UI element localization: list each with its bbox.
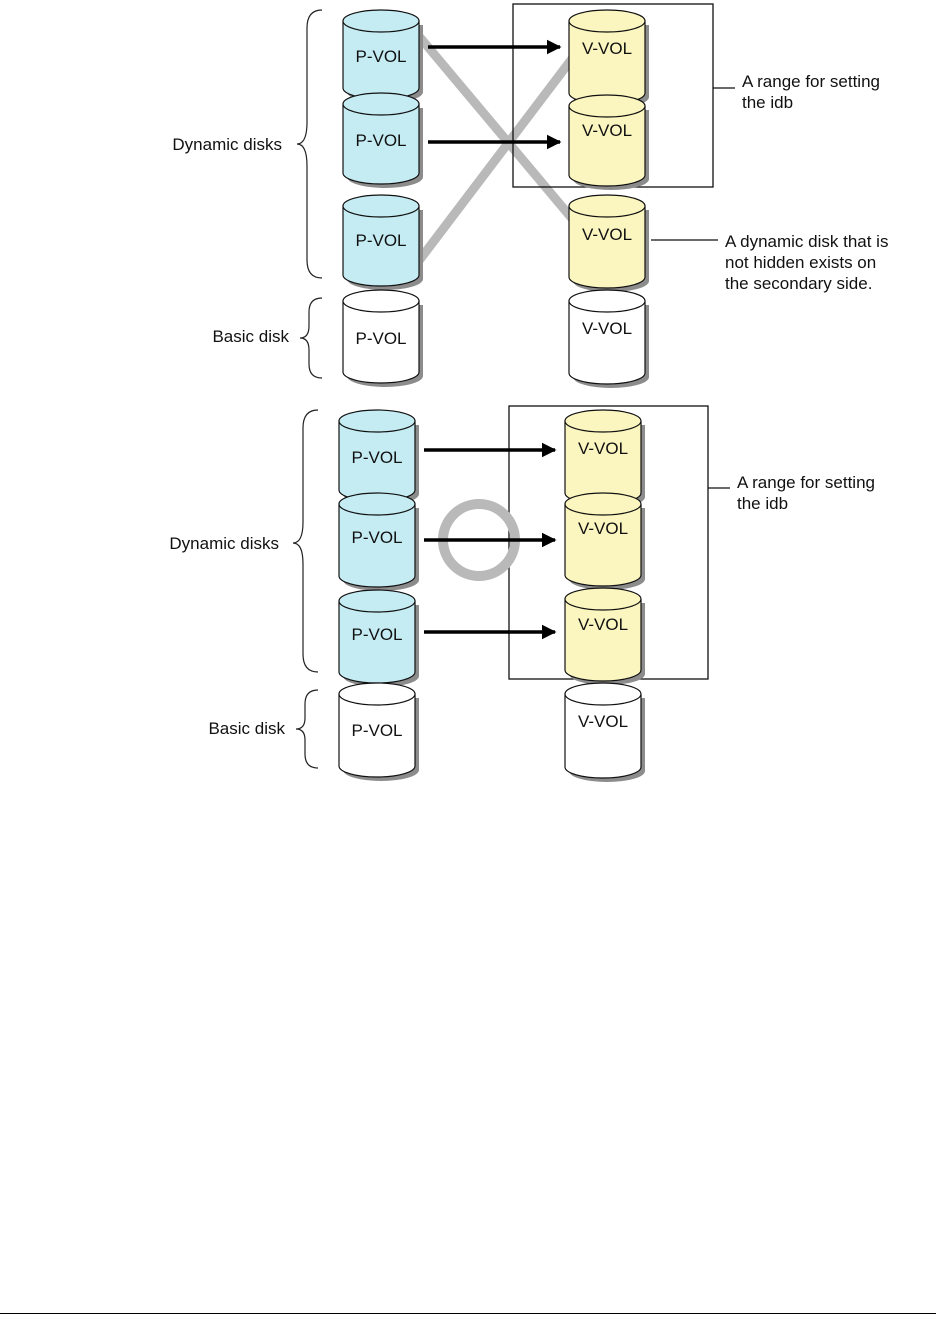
range-note-line: the idb [742, 93, 793, 112]
basic-disk-label: Basic disk [212, 327, 289, 346]
cylinder-body [565, 421, 641, 504]
hidden-disk-note: A dynamic disk that is not hidden exists… [725, 232, 893, 293]
vvol-label: V-VOL [578, 712, 628, 731]
vvol-basic-disk: V-VOL [565, 683, 645, 782]
vvol-basic-disk: V-VOL [569, 290, 649, 388]
pvol-label: P-VOL [351, 528, 402, 547]
vvol-label: V-VOL [578, 519, 628, 538]
pvol-label: P-VOL [351, 625, 402, 644]
vvol-dynamic-disk: V-VOL [569, 95, 649, 190]
cylinder-top [343, 93, 419, 115]
cylinder-top [339, 590, 415, 612]
top-figure: Dynamic disks Basic disk P-VOL P-VOL P-V… [172, 4, 893, 388]
dynamic-disks-brace [293, 410, 318, 672]
cylinder-top [565, 410, 641, 432]
vvol-label: V-VOL [578, 439, 628, 458]
pvol-basic-disk: P-VOL [339, 683, 419, 781]
basic-disk-brace [296, 690, 318, 768]
range-note: A range for setting the idb [737, 473, 880, 513]
vvol-dynamic-disk: V-VOL [569, 195, 649, 292]
vvol-label: V-VOL [582, 39, 632, 58]
hidden-note-line: A dynamic disk that is [725, 232, 888, 251]
vvol-dynamic-disk: V-VOL [569, 10, 649, 108]
pvol-label: P-VOL [355, 329, 406, 348]
cylinder-top [339, 410, 415, 432]
range-note-line: the idb [737, 494, 788, 513]
basic-disk-label: Basic disk [208, 719, 285, 738]
cylinder-top [565, 588, 641, 610]
cylinder-top [569, 10, 645, 32]
pvol-label: P-VOL [355, 131, 406, 150]
pvol-dynamic-disk: P-VOL [339, 493, 419, 591]
cylinder-body [565, 694, 641, 778]
cylinder-top [343, 195, 419, 217]
vvol-dynamic-disk: V-VOL [565, 493, 645, 590]
cross-mark-icon [418, 35, 590, 262]
cylinder-top [565, 493, 641, 515]
cylinder-body [569, 106, 645, 186]
cylinder-body [569, 206, 645, 288]
cylinder-body [565, 504, 641, 586]
pvol-dynamic-disk: P-VOL [339, 410, 419, 505]
basic-disk-brace [300, 298, 322, 378]
bottom-figure: Dynamic disks Basic disk P-VOL P-VOL P-V… [169, 406, 879, 782]
pvol-label: P-VOL [355, 231, 406, 250]
cylinder-top [339, 493, 415, 515]
cylinder-body [565, 599, 641, 681]
cylinder-top [569, 290, 645, 312]
pvol-dynamic-disk: P-VOL [339, 590, 419, 687]
vvol-label: V-VOL [578, 615, 628, 634]
cylinder-top [565, 683, 641, 705]
cylinder-top [343, 290, 419, 312]
page-footer-rule [0, 1313, 936, 1314]
pvol-basic-disk: P-VOL [343, 290, 423, 387]
cylinder-top [343, 10, 419, 32]
vvol-label: V-VOL [582, 225, 632, 244]
pvol-dynamic-disk: P-VOL [343, 10, 423, 103]
cylinder-body [569, 21, 645, 104]
vvol-label: V-VOL [582, 121, 632, 140]
pvol-label: P-VOL [355, 47, 406, 66]
pvol-label: P-VOL [351, 448, 402, 467]
vvol-dynamic-disk: V-VOL [565, 588, 645, 685]
cylinder-top [569, 195, 645, 217]
cylinder-top [339, 683, 415, 705]
range-note-line: A range for setting [742, 72, 880, 91]
cylinder-body [569, 301, 645, 384]
vvol-label: V-VOL [582, 319, 632, 338]
dynamic-disks-label: Dynamic disks [169, 534, 279, 553]
pvol-dynamic-disk: P-VOL [343, 195, 423, 290]
pvol-dynamic-disk: P-VOL [343, 93, 423, 188]
pvol-label: P-VOL [351, 721, 402, 740]
hidden-note-line: the secondary side. [725, 274, 872, 293]
cylinder-top [569, 95, 645, 117]
hidden-note-line: not hidden exists on [725, 253, 876, 272]
range-note-line: A range for setting [737, 473, 875, 492]
dynamic-disks-label: Dynamic disks [172, 135, 282, 154]
dynamic-disks-brace [297, 10, 322, 278]
range-note: A range for setting the idb [742, 72, 885, 112]
